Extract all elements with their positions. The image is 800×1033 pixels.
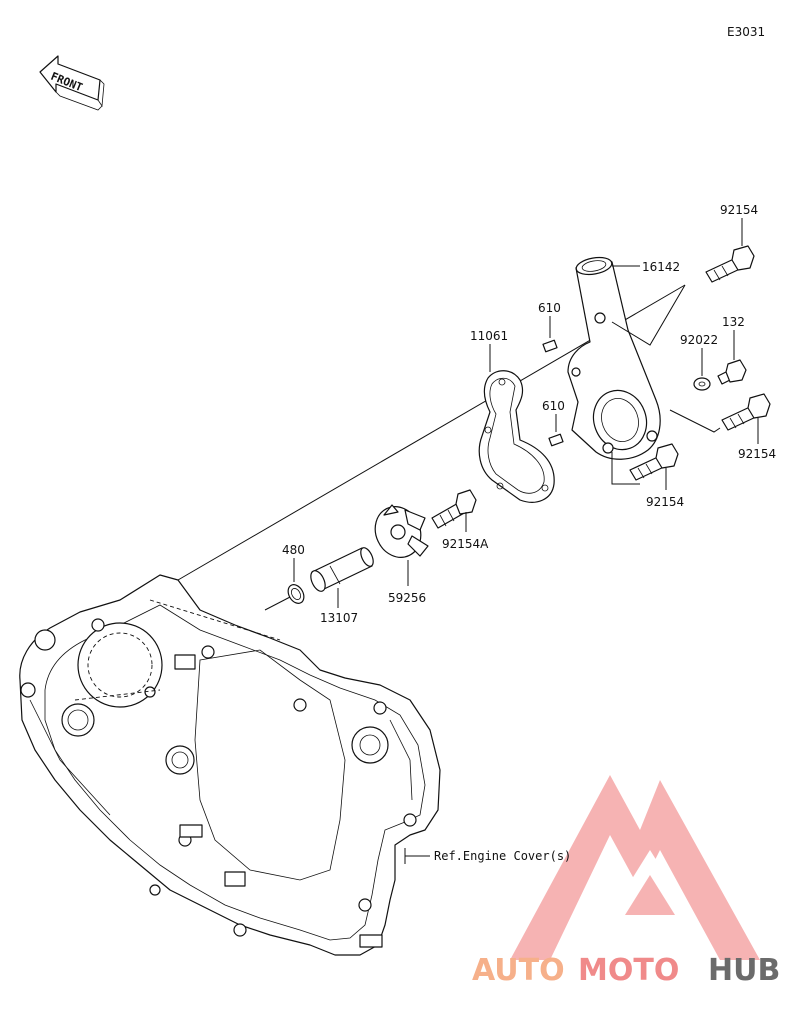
- part-11061-gasket: [478, 370, 555, 503]
- bolt-assembly-lines-right: [669, 409, 721, 433]
- part-480-circlip: [287, 584, 305, 604]
- engine-cover-ref-label: Ref.Engine Cover(s): [434, 849, 571, 863]
- callout-92154-right: 92154: [738, 447, 776, 461]
- part-92154-top-bolt: [705, 245, 755, 283]
- part-610-dowel-mid: [548, 433, 564, 447]
- callout-13107: 13107: [320, 611, 358, 625]
- callout-16142: 16142: [642, 260, 680, 274]
- part-92022-washer: [693, 377, 711, 391]
- callout-480: 480: [282, 543, 305, 557]
- callout-92154A: 92154A: [442, 537, 489, 551]
- part-132-bolt: [717, 359, 747, 385]
- watermark-part-3: HUB: [708, 953, 780, 988]
- engine-cover: [19, 574, 441, 956]
- callout-610-mid: 610: [542, 399, 565, 413]
- part-92154A-bolt: [431, 489, 477, 529]
- callout-92154-top: 92154: [720, 203, 758, 217]
- part-13107-shaft: [310, 547, 374, 592]
- part-59256-impeller: [374, 504, 429, 558]
- watermark-logo-icon: [510, 775, 760, 960]
- bolt-assembly-lines-bottom: [611, 452, 640, 485]
- alignment-line-2: [264, 595, 293, 611]
- part-610-dowel-top: [542, 339, 558, 353]
- bolt-assembly-lines-top: [611, 284, 686, 346]
- callout-92154-bottom: 92154: [646, 495, 684, 509]
- diagram-code: E3031: [727, 25, 765, 39]
- callout-11061: 11061: [470, 329, 508, 343]
- part-92154-bottom-bolt: [629, 443, 679, 481]
- callout-610-top: 610: [538, 301, 561, 315]
- watermark-part-2: MOTO: [578, 953, 679, 988]
- part-92154-right-bolt: [721, 393, 771, 431]
- front-arrow-icon: FRONT: [39, 55, 105, 111]
- part-16142-pump-cover: [567, 256, 661, 460]
- callout-132: 132: [722, 315, 745, 329]
- watermark-text: AUTO MOTO HUB: [472, 953, 780, 988]
- callout-92022: 92022: [680, 333, 718, 347]
- watermark-part-1: AUTO: [472, 953, 565, 988]
- callout-59256: 59256: [388, 591, 426, 605]
